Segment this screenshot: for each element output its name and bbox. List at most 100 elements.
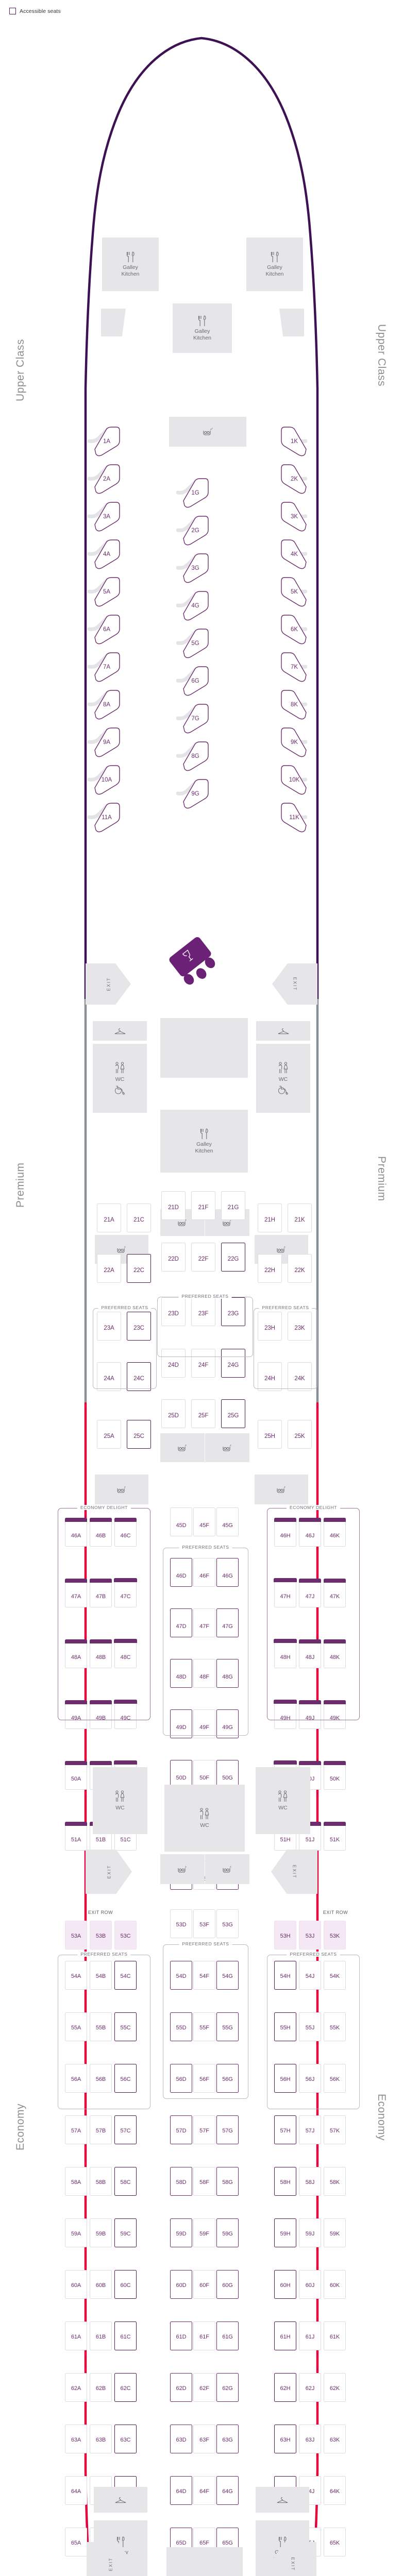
economy-seat[interactable]: 65K <box>324 2528 346 2556</box>
exit-row-seat[interactable]: 53C <box>114 1921 137 1950</box>
economy-seat[interactable]: 57D <box>170 2115 192 2144</box>
premium-seat[interactable]: 22G <box>221 1243 245 1272</box>
economy-seat[interactable]: 62D <box>170 2373 192 2402</box>
economy-seat[interactable]: 58F <box>193 2167 215 2196</box>
economy-seat[interactable]: 55C <box>114 2012 137 2041</box>
economy-seat[interactable]: 62G <box>216 2373 239 2402</box>
economy-delight-seat[interactable]: 50G <box>216 1760 239 1789</box>
economy-seat[interactable]: 57H <box>274 2115 296 2144</box>
economy-seat[interactable]: 63A <box>65 2425 87 2453</box>
economy-seat[interactable]: 61A <box>65 2321 87 2350</box>
upper-class-seat[interactable]: 2G <box>179 515 211 547</box>
economy-seat[interactable]: 54H <box>274 1961 296 1990</box>
economy-seat[interactable]: 55K <box>324 2012 346 2041</box>
economy-seat[interactable]: 64G <box>216 2476 239 2505</box>
economy-delight-seat[interactable]: 49K <box>324 1700 346 1729</box>
economy-seat[interactable]: 55G <box>216 2012 239 2041</box>
economy-seat[interactable]: 55H <box>274 2012 296 2041</box>
economy-seat[interactable]: 55J <box>299 2012 321 2041</box>
economy-delight-seat[interactable]: 47B <box>90 1579 112 1607</box>
upper-class-seat[interactable]: 11A <box>91 802 123 834</box>
premium-seat[interactable]: 25A <box>97 1420 121 1449</box>
economy-delight-seat[interactable]: 46G <box>216 1558 239 1587</box>
economy-delight-seat[interactable]: 46K <box>324 1518 346 1547</box>
economy-seat[interactable]: 55D <box>170 2012 192 2041</box>
premium-seat[interactable]: 24K <box>288 1362 312 1391</box>
economy-seat[interactable]: 60C <box>114 2270 137 2299</box>
economy-delight-seat[interactable]: 49J <box>299 1700 321 1729</box>
premium-seat[interactable]: 21F <box>191 1191 215 1220</box>
economy-seat[interactable]: 63H <box>274 2425 296 2453</box>
economy-seat[interactable]: 61C <box>114 2321 137 2350</box>
premium-seat[interactable]: 23H <box>258 1312 282 1341</box>
upper-class-seat[interactable]: 9G <box>179 778 211 810</box>
economy-delight-seat[interactable]: 48F <box>193 1659 215 1688</box>
economy-delight-seat[interactable]: 46J <box>299 1518 321 1547</box>
premium-seat[interactable]: 23K <box>288 1312 312 1341</box>
economy-seat[interactable]: 60A <box>65 2270 87 2299</box>
premium-seat[interactable]: 25F <box>191 1399 215 1428</box>
economy-seat[interactable]: 62B <box>90 2373 112 2402</box>
economy-delight-seat[interactable]: 51A <box>65 1822 87 1851</box>
economy-seat[interactable]: 57B <box>90 2115 112 2144</box>
economy-delight-seat[interactable]: 48C <box>114 1639 137 1668</box>
economy-seat[interactable]: 60G <box>216 2270 239 2299</box>
economy-seat[interactable]: 56K <box>324 2064 346 2093</box>
economy-seat[interactable]: 61J <box>299 2321 321 2350</box>
economy-delight-seat[interactable]: 48G <box>216 1659 239 1688</box>
economy-delight-seat[interactable]: 50D <box>170 1760 192 1789</box>
economy-delight-seat[interactable]: 47J <box>299 1579 321 1607</box>
economy-seat[interactable]: 64D <box>170 2476 192 2505</box>
economy-delight-seat[interactable]: 47F <box>193 1608 215 1637</box>
economy-seat[interactable]: 62H <box>274 2373 296 2402</box>
economy-seat[interactable]: 54C <box>114 1961 137 1990</box>
upper-class-seat[interactable]: 3A <box>91 501 123 533</box>
economy-seat[interactable]: 54J <box>299 1961 321 1990</box>
premium-seat[interactable]: 21K <box>288 1204 312 1232</box>
premium-seat[interactable]: 25H <box>258 1420 282 1449</box>
economy-seat[interactable]: 57F <box>193 2115 215 2144</box>
economy-seat[interactable]: 61B <box>90 2321 112 2350</box>
upper-class-seat[interactable]: 2A <box>91 463 123 495</box>
upper-class-seat[interactable]: 7A <box>91 651 123 683</box>
economy-seat[interactable]: 58A <box>65 2167 87 2196</box>
economy-delight-seat[interactable]: 49G <box>216 1709 239 1738</box>
economy-seat[interactable]: 62F <box>193 2373 215 2402</box>
upper-class-seat[interactable]: 1K <box>278 426 310 457</box>
premium-seat[interactable]: 23F <box>191 1297 215 1326</box>
premium-seat[interactable]: 24D <box>161 1349 186 1378</box>
economy-seat[interactable]: 64A <box>65 2476 87 2505</box>
economy-delight-seat[interactable]: 46H <box>274 1518 296 1547</box>
upper-class-seat[interactable]: 5A <box>91 576 123 608</box>
premium-seat[interactable]: 23G <box>221 1297 245 1326</box>
premium-seat[interactable]: 25K <box>288 1420 312 1449</box>
upper-class-seat[interactable]: 6K <box>278 614 310 646</box>
upper-class-seat[interactable]: 8G <box>179 740 211 772</box>
premium-seat[interactable]: 23D <box>161 1297 186 1326</box>
economy-seat[interactable]: 61H <box>274 2321 296 2350</box>
economy-seat[interactable]: 63G <box>216 2425 239 2453</box>
economy-seat[interactable]: 61K <box>324 2321 346 2350</box>
premium-seat[interactable]: 24G <box>221 1349 245 1378</box>
economy-delight-seat[interactable]: 46B <box>90 1518 112 1547</box>
economy-seat[interactable]: 59H <box>274 2218 296 2247</box>
upper-class-seat[interactable]: 7K <box>278 651 310 683</box>
economy-seat[interactable]: 54D <box>170 1961 192 1990</box>
premium-seat[interactable]: 22C <box>127 1254 151 1283</box>
economy-seat[interactable]: 58G <box>216 2167 239 2196</box>
upper-class-seat[interactable]: 3K <box>278 501 310 533</box>
upper-class-seat[interactable]: 10A <box>91 764 123 796</box>
economy-seat[interactable]: 64K <box>324 2476 346 2505</box>
economy-seat[interactable]: 60H <box>274 2270 296 2299</box>
economy-seat[interactable]: 56F <box>193 2064 215 2093</box>
upper-class-seat[interactable]: 9A <box>91 726 123 758</box>
economy-seat[interactable]: 59F <box>193 2218 215 2247</box>
economy-seat[interactable]: 63C <box>114 2425 137 2453</box>
premium-seat[interactable]: 24A <box>97 1362 121 1391</box>
premium-seat[interactable]: 23C <box>127 1312 151 1341</box>
economy-seat[interactable]: 64F <box>193 2476 215 2505</box>
premium-seat[interactable]: 22D <box>161 1243 186 1272</box>
exit-door-economy-fwd-right[interactable]: EXIT <box>271 1850 317 1894</box>
premium-seat[interactable]: 22A <box>97 1254 121 1283</box>
premium-seat[interactable]: 22F <box>191 1243 215 1272</box>
